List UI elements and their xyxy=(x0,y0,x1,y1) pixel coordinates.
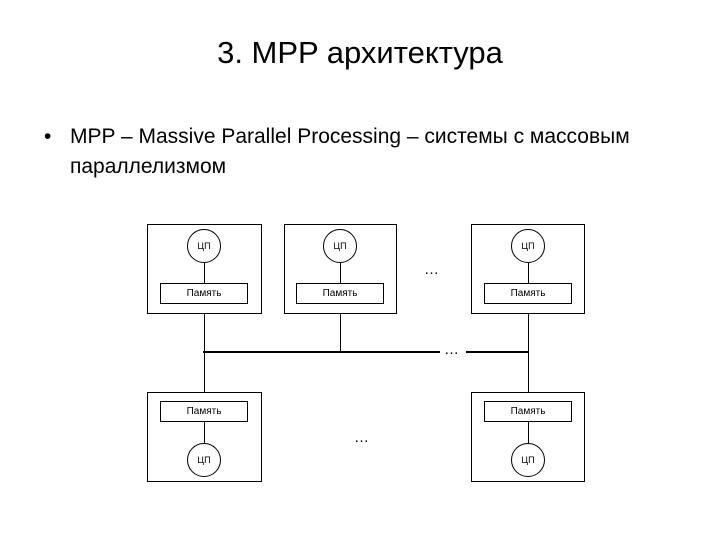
memory-box-top-2: Память xyxy=(296,283,384,304)
bullet-item: • MPP – Massive Parallel Processing – си… xyxy=(36,122,691,182)
bullet-marker-icon: • xyxy=(44,125,52,148)
bus-line-left xyxy=(203,351,440,353)
memory-box-bottom-1: Память xyxy=(160,401,248,422)
bus-line-right xyxy=(466,351,529,353)
memory-box-bottom-2: Память xyxy=(484,401,572,422)
bus-stub-top-3 xyxy=(527,314,529,352)
cpu-circle-top-2: ЦП xyxy=(323,229,357,263)
cpu-circle-bottom-1: ЦП xyxy=(187,443,221,477)
connector-cpu-memory-top-1 xyxy=(203,263,205,283)
ellipsis-bus: … xyxy=(444,341,461,358)
bus-stub-bottom-1 xyxy=(203,351,205,392)
cpu-circle-bottom-2: ЦП xyxy=(511,443,545,477)
bus-stub-top-2 xyxy=(339,314,341,352)
connector-cpu-memory-top-2 xyxy=(339,263,341,283)
bus-stub-top-1 xyxy=(203,314,205,352)
connector-memory-cpu-bottom-2 xyxy=(527,422,529,444)
body-text-block: • MPP – Massive Parallel Processing – си… xyxy=(36,122,691,182)
page-title: 3. MPP архитектура xyxy=(217,35,503,70)
connector-cpu-memory-top-3 xyxy=(527,263,529,283)
connector-memory-cpu-bottom-1 xyxy=(203,422,205,444)
cpu-circle-top-1: ЦП xyxy=(187,229,221,263)
memory-box-top-1: Память xyxy=(160,283,248,304)
cpu-circle-top-3: ЦП xyxy=(511,229,545,263)
bullet-text: MPP – Massive Parallel Processing – сист… xyxy=(70,125,630,178)
ellipsis-bottom-row: … xyxy=(354,429,371,446)
ellipsis-top-row: … xyxy=(424,261,441,278)
bus-stub-bottom-2 xyxy=(527,351,529,392)
memory-box-top-3: Память xyxy=(484,283,572,304)
